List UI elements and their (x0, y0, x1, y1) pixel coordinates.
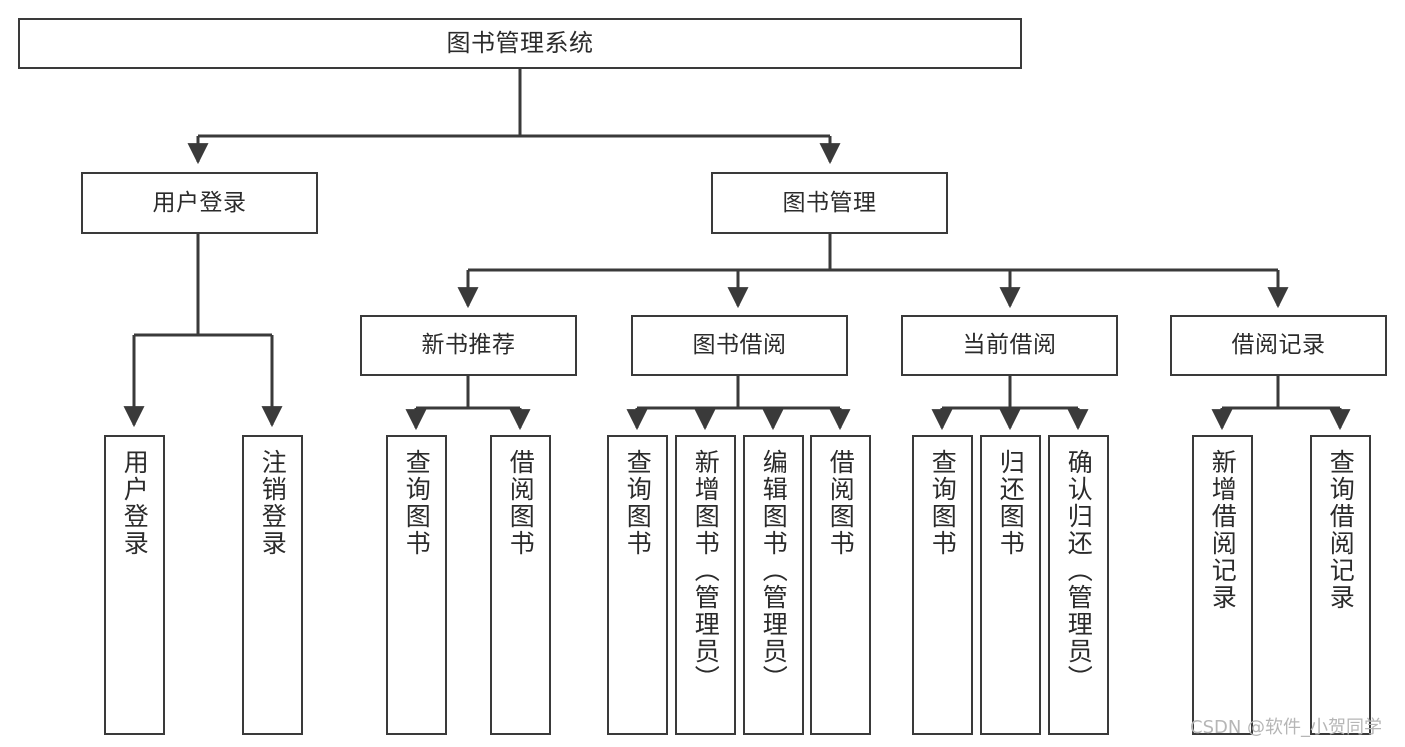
node-new-book-recommend[interactable]: 新书推荐 (360, 315, 577, 376)
node-label: 新增借阅记录 (1208, 449, 1238, 611)
node-label: 查询借阅记录 (1326, 449, 1356, 611)
node-book-management[interactable]: 图书管理 (711, 172, 948, 234)
node-label: 编辑图书（管理员） (759, 449, 789, 692)
leaf-recommend-query-book[interactable]: 查询图书 (386, 435, 447, 735)
leaf-user-login[interactable]: 用户登录 (104, 435, 165, 735)
node-label: 查询图书 (402, 449, 432, 557)
node-label: 图书管理系统 (446, 28, 594, 57)
node-label: 查询图书 (623, 449, 653, 557)
node-label: 查询图书 (928, 449, 958, 557)
node-label: 图书管理 (782, 189, 877, 216)
node-borrow-record[interactable]: 借阅记录 (1170, 315, 1387, 376)
node-label: 确认归还（管理员） (1064, 449, 1094, 692)
node-label: 借阅图书 (506, 449, 536, 557)
leaf-current-return-book[interactable]: 归还图书 (980, 435, 1041, 735)
node-label: 注销登录 (258, 449, 288, 557)
node-label: 新书推荐 (421, 332, 516, 359)
leaf-borrow-lend-book[interactable]: 借阅图书 (810, 435, 871, 735)
node-root-system[interactable]: 图书管理系统 (18, 18, 1022, 69)
leaf-record-add[interactable]: 新增借阅记录 (1192, 435, 1253, 735)
leaf-current-confirm-return[interactable]: 确认归还（管理员） (1048, 435, 1109, 735)
node-label: 用户登录 (120, 449, 150, 557)
node-label: 用户登录 (152, 189, 247, 216)
node-current-borrow[interactable]: 当前借阅 (901, 315, 1118, 376)
node-label: 借阅记录 (1231, 332, 1326, 359)
leaf-current-query-book[interactable]: 查询图书 (912, 435, 973, 735)
leaf-recommend-borrow-book[interactable]: 借阅图书 (490, 435, 551, 735)
node-book-borrow[interactable]: 图书借阅 (631, 315, 848, 376)
node-label: 归还图书 (996, 449, 1026, 557)
leaf-borrow-edit-book[interactable]: 编辑图书（管理员） (743, 435, 804, 735)
leaf-record-search[interactable]: 查询借阅记录 (1310, 435, 1371, 735)
leaf-borrow-query-book[interactable]: 查询图书 (607, 435, 668, 735)
leaf-user-logout[interactable]: 注销登录 (242, 435, 303, 735)
node-label: 图书借阅 (692, 332, 787, 359)
node-label: 借阅图书 (826, 449, 856, 557)
csdn-watermark: CSDN @软件_小贺同学 (1190, 717, 1383, 738)
node-label: 当前借阅 (962, 332, 1057, 359)
leaf-borrow-add-book[interactable]: 新增图书（管理员） (675, 435, 736, 735)
node-user-login[interactable]: 用户登录 (81, 172, 318, 234)
node-label: 新增图书（管理员） (691, 449, 721, 692)
